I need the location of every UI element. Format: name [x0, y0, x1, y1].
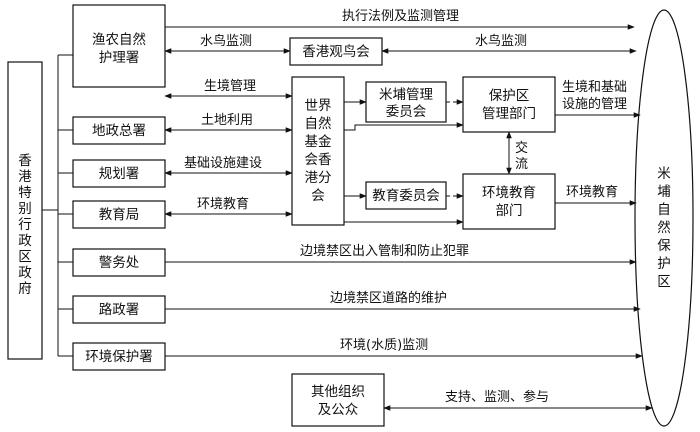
- mpmc-box: 米埔管理 委员会: [365, 81, 447, 123]
- afcd-box: 渔农自然 护理署: [72, 4, 166, 88]
- mpmc-label: 米埔管理: [379, 87, 433, 103]
- wwf-box: 世界 自然 基金 会香 港分 会: [291, 76, 345, 226]
- government-label: 行: [18, 217, 32, 233]
- government-bracket: [42, 54, 73, 357]
- env-edu-right-label: 环境教育: [566, 184, 618, 200]
- env-edu-dept-box: 环境教育 部门: [462, 173, 556, 230]
- bird-monitor-right-label: 水鸟监测: [475, 33, 527, 49]
- reserve-label: 保: [657, 238, 671, 254]
- exchange-label: 交: [515, 140, 528, 156]
- reserve-label: 米: [657, 166, 671, 182]
- env-edu-left-label: 环境教育: [197, 196, 249, 212]
- reserve-label: 区: [657, 274, 671, 290]
- police-label: 警务处: [99, 255, 140, 271]
- afcd-label: 护理署: [99, 50, 140, 66]
- government-label: 区: [18, 249, 32, 265]
- hkbws-box: 香港观鸟会: [289, 37, 383, 66]
- lands-box: 地政总署: [72, 116, 166, 145]
- habitat-infra-label: 设施的管理: [562, 96, 627, 112]
- support-label: 支持、监测、参与: [445, 389, 549, 405]
- hkbws-label: 香港观鸟会: [302, 44, 370, 60]
- reserve-mgmt-label: 管理部门: [482, 106, 536, 122]
- others-box: 其他组织 及公众: [291, 373, 385, 427]
- planning-box: 规划署: [72, 159, 166, 188]
- epd-label: 环境保护署: [85, 349, 153, 365]
- government-label: 府: [18, 281, 32, 297]
- wwf-label: 世界: [305, 98, 332, 114]
- reserve-label: 然: [657, 219, 671, 236]
- bird-monitor-left-label: 水鸟监测: [200, 33, 252, 49]
- reserve-mgmt-box: 保护区 管理部门: [462, 76, 556, 133]
- afcd-label: 渔农自然: [92, 31, 146, 48]
- government-label: 别: [18, 201, 32, 217]
- education-label: 教育局: [99, 207, 140, 223]
- wwf-label: 港分: [305, 170, 332, 186]
- government-label: 政: [18, 265, 32, 281]
- others-label: 其他组织: [311, 384, 365, 400]
- land-use-label: 土地利用: [201, 113, 253, 128]
- education-box: 教育局: [72, 200, 166, 229]
- reserve-label: 自: [657, 202, 671, 218]
- wwf-label: 自然: [305, 115, 332, 132]
- government-label: 政: [18, 233, 32, 249]
- highways-label: 路政署: [99, 302, 140, 318]
- habitat-infra-label: 生境和基础: [562, 80, 627, 95]
- wwf-label: 会香: [305, 152, 332, 168]
- enforce-label: 执行法例及监测管理: [342, 9, 459, 24]
- government-label: 香: [18, 153, 32, 169]
- epd-box: 环境保护署: [72, 342, 166, 371]
- exchange-label: 流: [515, 157, 528, 172]
- edu-committee-label: 教育委员会: [372, 188, 440, 204]
- infra-build-label: 基础设施建设: [184, 156, 262, 171]
- police-box: 警务处: [72, 248, 166, 277]
- government-label: 特: [18, 185, 32, 201]
- reserve-label: 埔: [657, 184, 671, 200]
- env-edu-dept-label: 部门: [496, 203, 523, 219]
- border-control-label: 边境禁区出入管制和防止犯罪: [300, 243, 469, 259]
- lands-label: 地政总署: [92, 123, 146, 139]
- government-box: 香 港 特 别 行 政 区 政 府: [7, 61, 43, 360]
- reserve-label: 护: [657, 256, 671, 272]
- mai-po-reserve-ellipse: 米 埔 自 然 保 护 区: [634, 9, 694, 427]
- habitat-mgmt-label: 生境管理: [204, 79, 256, 94]
- highways-box: 路政署: [72, 295, 166, 324]
- wwf-to-reserve-mgmt-arrow: [344, 122, 464, 131]
- wwf-label: 会: [311, 188, 325, 204]
- reserve-mgmt-label: 保护区: [489, 88, 530, 104]
- planning-label: 规划署: [99, 166, 140, 182]
- others-label: 及公众: [318, 402, 359, 418]
- wwf-label: 基金: [305, 133, 332, 150]
- border-road-label: 边境禁区道路的维护: [330, 290, 447, 306]
- mpmc-label: 委员会: [386, 104, 427, 120]
- government-label: 港: [18, 169, 32, 185]
- edu-committee-box: 教育委员会: [365, 181, 447, 210]
- env-edu-dept-label: 环境教育: [482, 185, 536, 201]
- env-monitor-label: 环境(水质)监测: [340, 338, 428, 353]
